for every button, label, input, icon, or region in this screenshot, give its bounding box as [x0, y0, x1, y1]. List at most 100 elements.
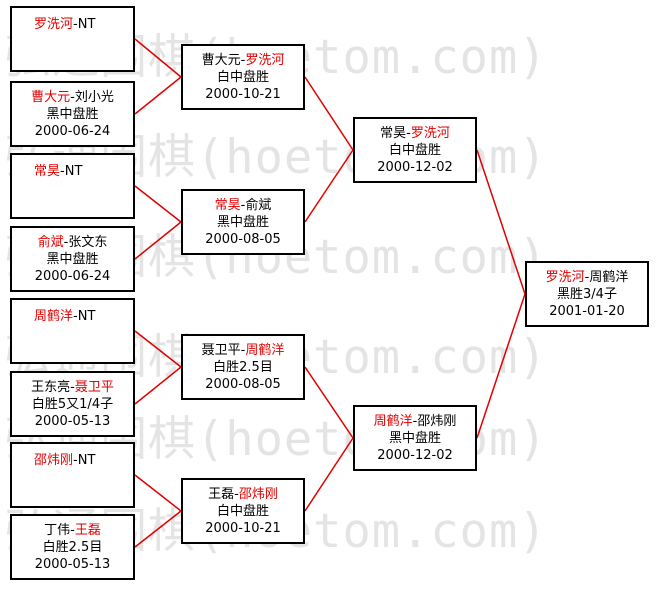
- player-first: 聂卫平: [201, 342, 241, 358]
- player-first: 常昊: [214, 197, 241, 213]
- match-date: 2000-06-24: [34, 268, 111, 284]
- match-box-r1-3: 俞斌-张文东 黑中盘胜 2000-06-24: [10, 226, 135, 292]
- match-date: 2000-08-05: [205, 376, 281, 392]
- player-second: 周鹤洋: [245, 342, 285, 358]
- match-players: 常昊-罗洗河: [380, 125, 450, 142]
- connector-line: [476, 293, 526, 439]
- match-box-r1-5: 王东亮-聂卫平 白胜5又1/4子 2000-05-13: [10, 371, 135, 437]
- match-players: 罗洗河-NT: [34, 16, 95, 33]
- match-players: 王磊-邵炜刚: [208, 486, 278, 503]
- match-date: 2000-08-05: [205, 231, 281, 247]
- match-players: 周鹤洋-NT: [34, 308, 95, 325]
- match-players: 邵炜刚-NT: [34, 452, 95, 469]
- connector-line: [134, 185, 182, 223]
- match-box-r1-1: 曹大元-刘小光 黑中盘胜 2000-06-24: [10, 81, 135, 147]
- match-date: 2000-12-02: [377, 447, 453, 463]
- match-box-final: 罗洗河-周鹤洋 黑胜3/4子 2001-01-20: [525, 261, 649, 327]
- player-first: 常昊: [34, 164, 61, 179]
- match-box-r1-0: 罗洗河-NT: [10, 6, 135, 72]
- match-result: 白胜2.5目: [42, 539, 103, 555]
- match-result: 黑胜3/4子: [557, 286, 617, 302]
- match-date: 2000-05-13: [34, 413, 111, 429]
- match-players: 常昊-俞斌: [215, 197, 272, 214]
- match-result: 黑中盘胜: [46, 106, 99, 122]
- match-players: 俞斌-张文东: [38, 234, 108, 251]
- match-date: 2000-05-13: [34, 556, 111, 572]
- player-separator: -: [73, 453, 78, 468]
- match-box-r2-3: 王磊-邵炜刚 白中盘胜 2000-10-21: [181, 478, 305, 544]
- player-second: 罗洗河: [410, 125, 450, 141]
- player-first: 周鹤洋: [34, 309, 74, 324]
- player-second: 刘小光: [74, 89, 114, 105]
- player-first: 罗洗河: [34, 17, 74, 32]
- player-separator: -: [63, 234, 69, 250]
- connector-line: [134, 221, 182, 260]
- player-first: 曹大元: [31, 89, 71, 105]
- player-separator: -: [73, 17, 78, 32]
- match-players: 丁伟-王磊: [44, 522, 101, 539]
- match-date: 2000-10-21: [205, 86, 281, 102]
- match-box-r3-0: 常昊-罗洗河 白中盘胜 2000-12-02: [353, 117, 477, 183]
- connector-line: [134, 76, 182, 115]
- player-second: 罗洗河: [245, 52, 285, 68]
- player-first: 罗洗河: [545, 269, 585, 285]
- player-separator: -: [240, 52, 246, 68]
- match-date: 2000-10-21: [205, 520, 281, 536]
- match-result: 白中盘胜: [388, 142, 441, 158]
- connector-line: [304, 76, 354, 151]
- match-players: 罗洗河-周鹤洋: [546, 269, 629, 286]
- player-first: 王东亮: [31, 379, 71, 395]
- player-second: NT: [77, 453, 96, 468]
- connector-line: [134, 330, 182, 368]
- player-second: NT: [77, 17, 96, 32]
- match-result: 黑中盘胜: [216, 214, 269, 230]
- match-result: 黑中盘胜: [46, 251, 99, 267]
- player-first: 俞斌: [37, 234, 64, 250]
- match-box-r1-2: 常昊-NT: [10, 153, 135, 219]
- player-first: 邵炜刚: [34, 453, 74, 468]
- match-result: 白胜5又1/4子: [31, 396, 114, 412]
- player-second: 王磊: [74, 522, 101, 538]
- player-second: NT: [64, 164, 83, 179]
- connector-line: [304, 149, 354, 223]
- match-box-r2-1: 常昊-俞斌 黑中盘胜 2000-08-05: [181, 189, 305, 255]
- player-separator: -: [60, 164, 65, 179]
- player-second: NT: [77, 309, 96, 324]
- match-result: 白中盘胜: [216, 69, 269, 85]
- player-second: 聂卫平: [74, 379, 114, 395]
- player-second: 邵炜刚: [417, 413, 457, 429]
- match-box-r3-1: 周鹤洋-邵炜刚 黑中盘胜 2000-12-02: [353, 405, 477, 471]
- player-second: 周鹤洋: [589, 269, 629, 285]
- connector-line: [134, 38, 182, 78]
- player-separator: -: [406, 125, 411, 141]
- match-box-r1-7: 丁伟-王磊 白胜2.5目 2000-05-13: [10, 514, 135, 580]
- connector-group: [134, 38, 526, 548]
- player-first: 丁伟: [44, 522, 71, 538]
- connector-line: [476, 149, 526, 295]
- match-result: 黑中盘胜: [388, 430, 441, 446]
- match-box-r1-6: 邵炜刚-NT: [10, 442, 135, 508]
- player-second: 俞斌: [245, 197, 272, 213]
- player-separator: -: [70, 89, 75, 105]
- match-date: 2001-01-20: [549, 303, 625, 319]
- match-players: 曹大元-罗洗河: [202, 52, 285, 69]
- player-separator: -: [240, 342, 246, 358]
- match-box-r1-4: 周鹤洋-NT: [10, 298, 135, 364]
- player-first: 曹大元: [201, 52, 241, 68]
- player-separator: -: [412, 413, 418, 429]
- player-separator: -: [240, 197, 246, 213]
- match-box-r2-0: 曹大元-罗洗河 白中盘胜 2000-10-21: [181, 44, 305, 110]
- match-result: 白胜2.5目: [213, 359, 273, 375]
- player-separator: -: [70, 379, 75, 395]
- player-separator: -: [73, 309, 78, 324]
- player-second: 邵炜刚: [238, 486, 278, 502]
- player-second: 张文东: [68, 234, 108, 250]
- player-first: 常昊: [380, 125, 407, 141]
- connector-line: [134, 366, 182, 405]
- player-separator: -: [70, 522, 75, 538]
- match-players: 聂卫平-周鹤洋: [202, 342, 285, 359]
- connector-line: [304, 437, 354, 512]
- player-separator: -: [234, 486, 239, 502]
